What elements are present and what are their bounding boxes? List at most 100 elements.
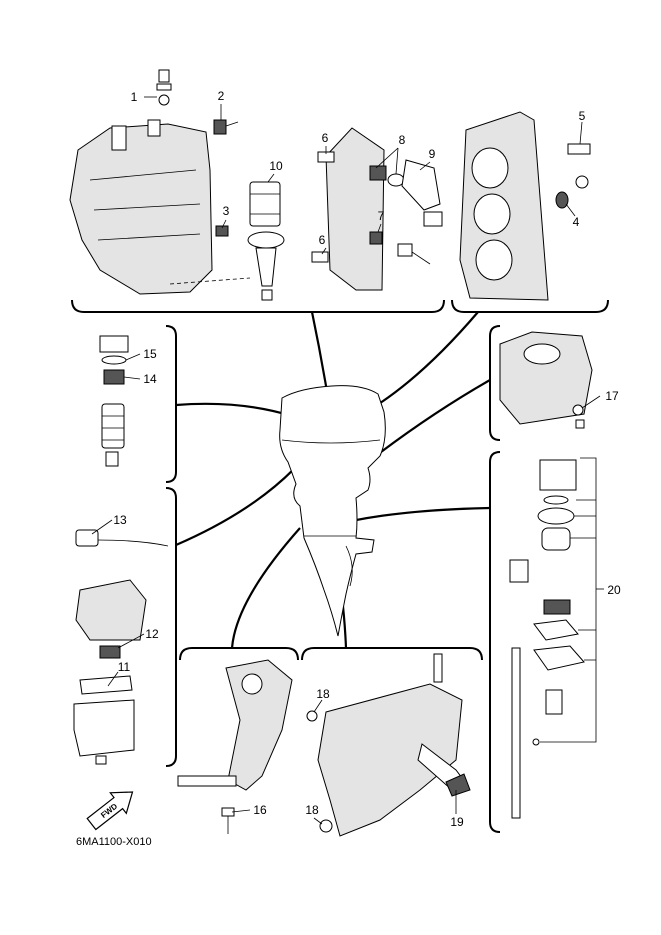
callout-16: 16 — [253, 803, 267, 817]
frame-fuel-filter — [165, 325, 177, 483]
callout-3: 3 — [223, 204, 230, 218]
callout-17: 17 — [605, 389, 619, 403]
combustion-chamber-2 — [473, 193, 511, 235]
callout-18-upper: 18 — [316, 687, 330, 701]
gasket-part-11 — [79, 675, 133, 695]
callout-8: 8 — [399, 133, 406, 147]
clip-bolt-part-2 — [225, 121, 239, 127]
bolt-part-17 — [572, 404, 584, 416]
oil-filter-part-10 — [249, 181, 281, 227]
kit-bracket-ticks — [570, 499, 596, 661]
callout-19: 19 — [450, 815, 464, 829]
callout-4: 4 — [573, 215, 580, 229]
frame-fuel-system — [165, 487, 177, 767]
gear-case-section — [306, 653, 471, 837]
gear-case-skeg — [345, 545, 353, 587]
separator-tank — [73, 699, 135, 757]
pump-part-12 — [99, 645, 121, 659]
filter-head — [99, 335, 129, 353]
callout-10: 10 — [269, 159, 283, 173]
gear-case-stud — [433, 653, 443, 683]
plug-part-18-upper — [306, 710, 318, 722]
upper-case-body — [499, 331, 593, 425]
gear-case-body — [317, 683, 463, 837]
pump-seal — [537, 507, 575, 525]
callout-20: 20 — [607, 583, 621, 597]
pin-part-6-lower — [311, 251, 329, 263]
grommet-part-1 — [158, 94, 170, 106]
outboard-body — [279, 385, 386, 637]
washer-part-1 — [156, 83, 172, 91]
callout-2: 2 — [218, 89, 225, 103]
frame-cylinder-head — [451, 299, 609, 313]
callout-18-lower: 18 — [305, 803, 319, 817]
filter-bracket — [247, 231, 285, 249]
power-head-boss — [147, 119, 161, 137]
power-head-block — [69, 69, 285, 301]
oring-part-8 — [387, 173, 405, 187]
pump-housing-lower — [509, 559, 529, 583]
outboard-motor-outline — [279, 385, 386, 637]
clip-part-2 — [213, 119, 227, 135]
cylinder-head — [459, 111, 591, 301]
kit-woodruff-key — [532, 738, 540, 746]
cowling-seam — [281, 439, 381, 444]
callout-12: 12 — [145, 627, 159, 641]
fitting-part-7 — [369, 231, 383, 245]
callout-6-upper: 6 — [322, 131, 329, 145]
intake-plate-body — [325, 127, 385, 291]
callout-6-lower: 6 — [319, 233, 326, 247]
filter-bowl-ribs — [102, 415, 124, 441]
diagram-code: 6MA1100-X010 — [76, 836, 152, 848]
section-frames — [71, 299, 609, 833]
bracket-hole — [241, 673, 263, 695]
drive-shaft — [511, 647, 521, 819]
frame-bracket — [179, 647, 299, 661]
fuel-hose — [97, 539, 169, 547]
upper-case-opening — [523, 343, 561, 365]
combustion-chamber-3 — [475, 239, 513, 281]
pointer-fuel-filter — [175, 402, 293, 418]
thermostat-cover — [575, 175, 589, 189]
pump-gasket — [533, 645, 585, 671]
callout-7: 7 — [378, 209, 385, 223]
callout-1: 1 — [131, 90, 138, 104]
swivel-bracket — [225, 659, 293, 791]
fuel-system-section — [73, 529, 169, 765]
filter-drain — [105, 451, 119, 467]
pump-insert-cartridge — [541, 527, 571, 551]
drive-shaft-bearing — [545, 689, 563, 715]
callout-14: 14 — [143, 372, 157, 386]
upper-case-section — [499, 331, 593, 429]
callout-11: 11 — [118, 660, 131, 674]
callout-leaders — [91, 96, 604, 825]
clip-part-3 — [215, 225, 229, 237]
filter-bolt — [261, 289, 273, 301]
callout-9: 9 — [429, 147, 436, 161]
kit-bracket-part-20 — [540, 457, 597, 743]
frame-gear-case — [301, 647, 483, 661]
power-head-body — [69, 123, 213, 295]
fitting-part-8 — [369, 165, 387, 181]
filter-stem — [255, 247, 277, 287]
filter-bowl — [101, 403, 125, 449]
valve-part-9 — [423, 211, 443, 227]
pump-oring — [543, 495, 569, 505]
bolt-part-17-head — [575, 419, 585, 429]
anode-part-19 — [445, 773, 471, 797]
callout-15: 15 — [143, 347, 157, 361]
tank-drain — [95, 755, 107, 765]
bolt-part-1 — [158, 69, 170, 83]
pump-housing-top — [539, 459, 577, 491]
callout-13: 13 — [113, 513, 127, 527]
vapor-separator — [75, 579, 147, 641]
fuel-filter-section — [99, 335, 129, 467]
anode-part-16 — [177, 775, 237, 787]
frame-upper-case — [489, 325, 501, 441]
intake-plate-assembly — [311, 127, 443, 291]
callout-5: 5 — [579, 109, 586, 123]
frame-lower-unit — [489, 451, 501, 833]
callouts: 1 2 3 4 5 6 6 7 8 9 10 11 12 13 14 15 16… — [113, 89, 621, 829]
sensor-part-5 — [567, 143, 591, 155]
